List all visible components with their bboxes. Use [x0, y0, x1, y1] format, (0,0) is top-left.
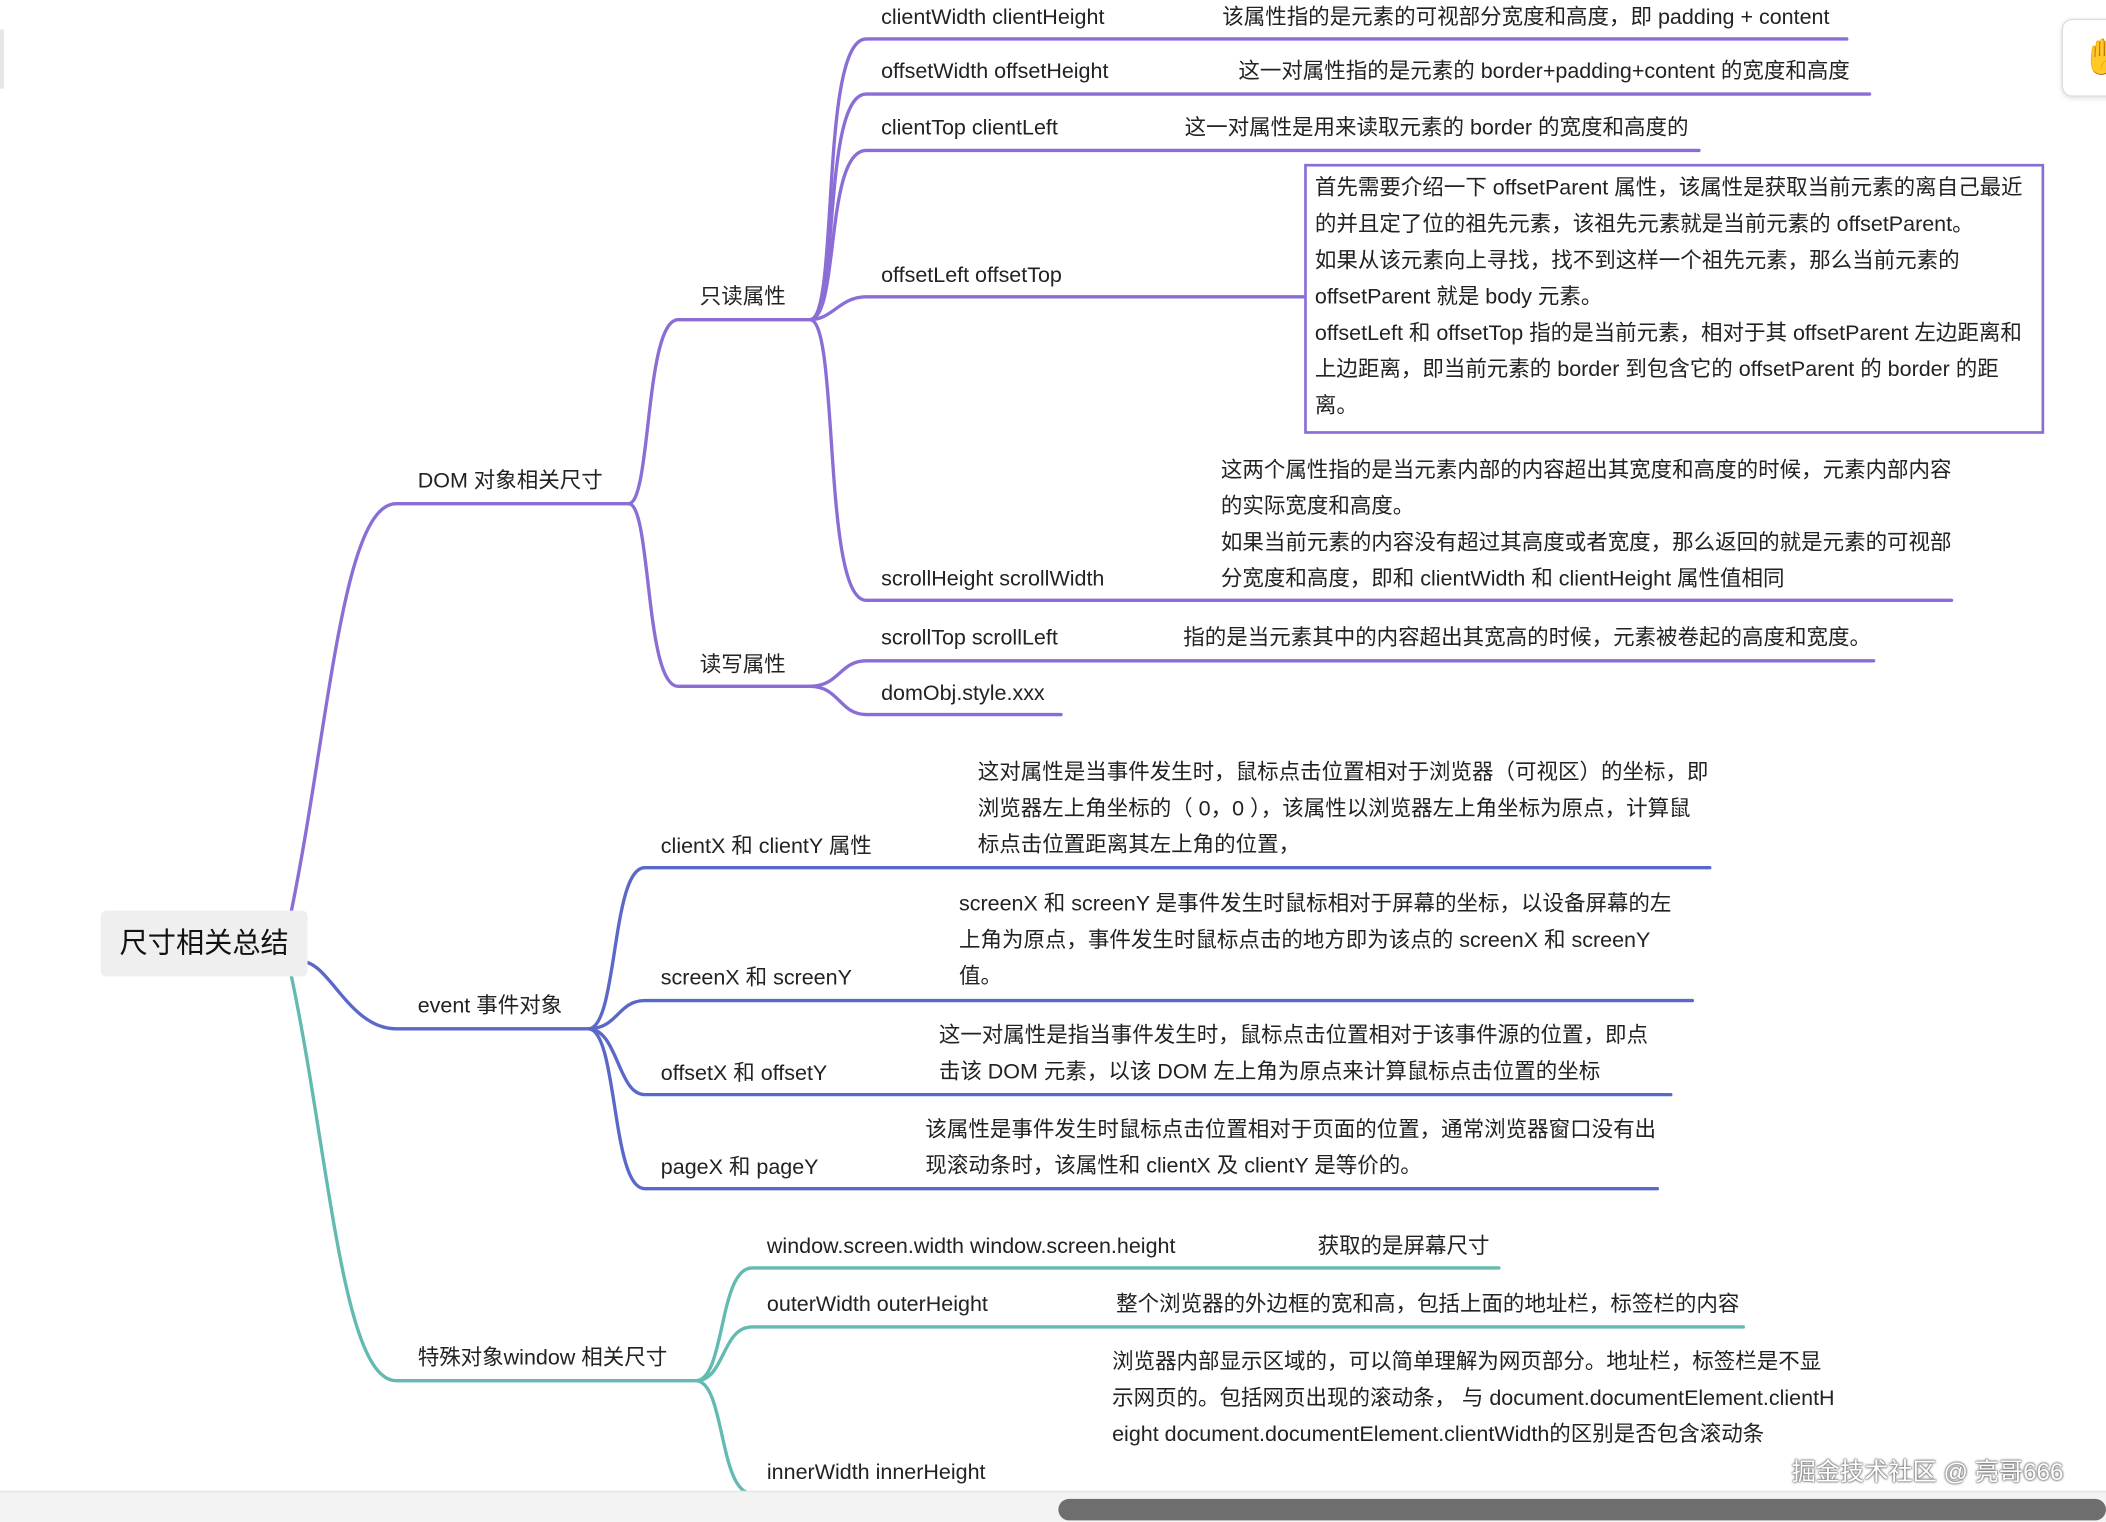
event-item-2-name[interactable]: screenX 和 screenY: [660, 967, 852, 990]
left-edge-stub: [0, 29, 5, 89]
window-item-2-name[interactable]: outerWidth outerHeight: [766, 1293, 988, 1317]
window-item-3-name[interactable]: innerWidth innerHeight: [766, 1461, 986, 1485]
hand-tool-button[interactable]: ✋: [2061, 18, 2106, 97]
event-item-2-desc: screenX 和 screenY 是事件发生时鼠标相对于屏幕的坐标，以设备屏幕…: [958, 893, 1672, 989]
readonly-item-5-desc: 这两个属性指的是当元素内部的内容超出其宽度和高度的时候，元素内部内容的实际宽度和…: [1220, 459, 1952, 591]
link-readonly-5: [808, 317, 1954, 603]
event-item-1-name[interactable]: clientX 和 clientY 属性: [660, 835, 872, 859]
link-dom-readonly: [626, 317, 812, 506]
readonly-item-5-name[interactable]: scrollHeight scrollWidth: [881, 568, 1105, 591]
readonly-item-4-desc: 首先需要介绍一下 offsetParent 属性，该属性是获取当前元素的离自己最…: [1314, 177, 2023, 418]
window-item-2-desc: 整个浏览器的外边框的宽和高，包括上面的地址栏，标签栏的内容: [1116, 1293, 1740, 1317]
link-root-window: [289, 974, 698, 1383]
link-window-2: [694, 1325, 1746, 1383]
readwrite-item-1-desc: 指的是当元素其中的内容超出其宽高的时候，元素被卷起的高度和宽度。: [1183, 627, 1871, 651]
link-root-dom: [289, 501, 631, 913]
readonly-item-4-name[interactable]: offsetLeft offsetTop: [881, 264, 1062, 288]
event-item-3-name[interactable]: offsetX 和 offsetY: [660, 1062, 828, 1086]
link-readwrite-2: [808, 684, 1063, 717]
horizontal-scrollbar-thumb[interactable]: [1058, 1498, 2106, 1521]
readwrite-label[interactable]: 读写属性: [699, 654, 786, 677]
readonly-item-2-desc: 这一对属性指的是元素的 border+padding+content 的宽度和高…: [1238, 60, 1850, 84]
readonly-item-2-name[interactable]: offsetWidth offsetHeight: [881, 60, 1109, 84]
readonly-label[interactable]: 只读属性: [699, 286, 786, 309]
link-readwrite-1: [808, 659, 1876, 689]
hand-icon: ✋: [2082, 36, 2106, 78]
link-dom-readwrite: [626, 501, 812, 689]
readwrite-item-2-name[interactable]: domObj.style.xxx: [881, 682, 1045, 706]
link-event-1: [586, 865, 1712, 1031]
link-event-2: [586, 998, 1694, 1031]
link-event-3: [586, 1027, 1673, 1097]
window-item-3-desc: 浏览器内部显示区域的，可以简单理解为网页部分。地址栏，标签栏是不显示网页的。包括…: [1112, 1351, 1835, 1447]
readonly-item-1-name[interactable]: clientWidth clientHeight: [881, 6, 1105, 30]
event-item-4-name[interactable]: pageX 和 pageY: [660, 1156, 819, 1180]
readwrite-item-1-name[interactable]: scrollTop scrollLeft: [881, 627, 1058, 651]
link-readonly-3: [808, 148, 1701, 322]
link-root-event: [300, 959, 590, 1031]
link-readonly-4: [808, 295, 1306, 322]
branch-dom-label[interactable]: DOM 对象相关尺寸: [417, 470, 603, 493]
readonly-item-1-desc: 该属性指的是元素的可视部分宽度和高度，即 padding + content: [1222, 6, 1830, 30]
readonly-item-3-desc: 这一对属性是用来读取元素的 border 的宽度和高度的: [1184, 116, 1689, 140]
event-item-4-desc: 该属性是事件发生时鼠标点击位置相对于页面的位置，通常浏览器窗口没有出现滚动条时，…: [925, 1118, 1657, 1178]
event-item-3-desc: 这一对属性是指当事件发生时，鼠标点击位置相对于该事件源的位置，即点击该 DOM …: [938, 1024, 1649, 1084]
window-item-1-name[interactable]: window.screen.width window.screen.height: [766, 1235, 1176, 1259]
window-item-1-desc: 获取的是屏幕尺寸: [1317, 1235, 1490, 1259]
branch-event-label[interactable]: event 事件对象: [417, 995, 563, 1019]
link-window-1: [694, 1266, 1501, 1383]
branch-window-label[interactable]: 特殊对象window 相关尺寸: [417, 1347, 668, 1370]
readonly-item-3-name[interactable]: clientTop clientLeft: [881, 116, 1058, 140]
link-event-4: [586, 1027, 1660, 1191]
event-item-1-desc: 这对属性是当事件发生时，鼠标点击位置相对于浏览器（可视区）的坐标，即浏览器左上角…: [977, 761, 1709, 857]
watermark: 掘金技术社区 @ 亮哥666: [1791, 1458, 2064, 1486]
root-node[interactable]: 尺寸相关总结: [100, 910, 308, 977]
readonly-item-4-desc-box[interactable]: 首先需要介绍一下 offsetParent 属性，该属性是获取当前元素的离自己最…: [1304, 163, 2045, 434]
